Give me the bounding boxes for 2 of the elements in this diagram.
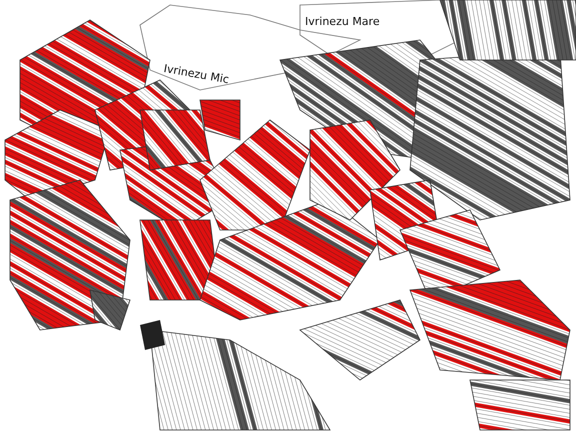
place-name: Ivrinezu Mic — [162, 62, 230, 86]
place-name: Ivrinezu Mare — [305, 15, 380, 28]
